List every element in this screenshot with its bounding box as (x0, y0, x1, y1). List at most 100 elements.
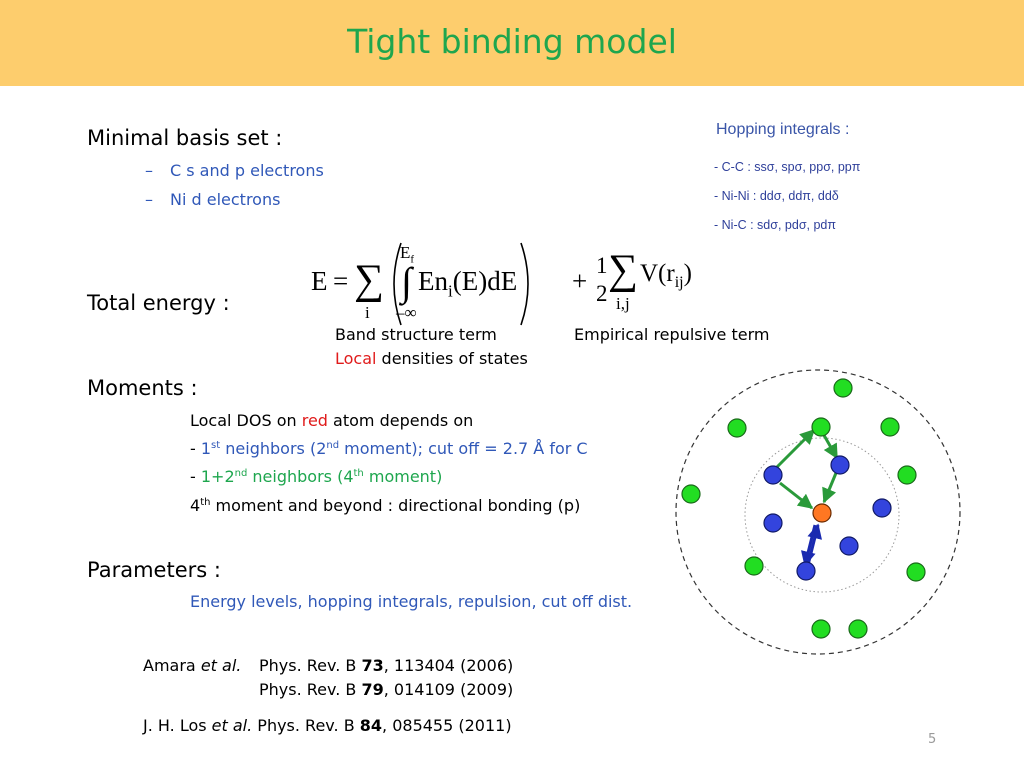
green-atom (727, 418, 747, 438)
green-atom (811, 417, 831, 437)
eq-plus: + (572, 266, 588, 296)
ref2-b: , 014109 (2009) (383, 680, 514, 699)
los-etal: et al. (211, 716, 253, 735)
basis-dash-1: – (145, 161, 153, 180)
right-paren (520, 242, 529, 326)
green-atom (906, 562, 926, 582)
ref1-b: , 113404 (2006) (383, 656, 514, 675)
eq-sum-index: i (365, 303, 370, 322)
m1a: Local DOS on (190, 411, 302, 430)
empirical-label: Empirical repulsive term (574, 325, 770, 344)
ref2-a: Phys. Rev. B (259, 680, 362, 699)
local-rest: densities of states (376, 349, 528, 368)
hopping-cc: - C-C : ssσ, spσ, ppσ, ppπ (714, 160, 861, 174)
eq-integrand-rest: (E)dE (452, 266, 518, 296)
eq-lower-limit: –∞ (396, 303, 417, 322)
parameters-heading: Parameters : (87, 558, 221, 582)
ref1-vol: 73 (361, 656, 384, 675)
green-atom (848, 619, 868, 639)
m2b: neighbors (2 (220, 439, 327, 458)
basis-item-c: C s and p electrons (170, 161, 324, 180)
green-arrow-1 (771, 428, 816, 473)
los-name: J. H. Los (143, 716, 212, 735)
inner-cutoff-circle (744, 437, 900, 593)
blue-atom (763, 513, 783, 533)
blue-atom (872, 498, 892, 518)
green-atom (833, 378, 853, 398)
eq-half-den: 2 (596, 281, 608, 306)
eq-V-ij: ij (674, 274, 684, 291)
left-paren (393, 242, 402, 326)
hopping-nini: - Ni-Ni : ddσ, ddπ, ddδ (714, 189, 839, 203)
basis-dash-2: – (145, 190, 153, 209)
moments-line-1: Local DOS on red atom depends on (190, 411, 473, 430)
moments-heading: Moments : (87, 376, 198, 400)
hopping-title: Hopping integrals : (716, 121, 850, 138)
eq-sum2-index: i,j (616, 294, 630, 313)
moments-line-3: - 1+2nd neighbors (4th moment) (190, 467, 442, 486)
page-number: 5 (928, 732, 937, 747)
ref3-a: Phys. Rev. B (252, 716, 360, 735)
title-bar (0, 0, 1024, 86)
total-energy-heading: Total energy : (87, 291, 230, 315)
local-word: Local (335, 349, 377, 368)
eq-sum: ∑ (354, 257, 384, 303)
hopping-nic: - Ni-C : sdσ, pdσ, pdπ (714, 218, 837, 232)
band-structure-label: Band structure term (335, 325, 497, 344)
m2-blue: 1st neighbors (2nd moment); cut off = 2.… (201, 439, 588, 458)
m3-dash: - (190, 467, 201, 486)
eq-integral: ∫ (401, 259, 412, 304)
m3a: 1+2 (200, 467, 235, 486)
blue-arrow-down (800, 524, 817, 567)
moments-line-4: 4th moment and beyond : directional bond… (190, 496, 580, 515)
ref3-b: , 085455 (2011) (382, 716, 512, 735)
green-atom (681, 484, 701, 504)
m2sup2: nd (326, 440, 340, 451)
eq-V-close: ) (683, 260, 692, 287)
ref-amara-author: Amara et al. (143, 656, 241, 675)
m3sup2: th (353, 468, 364, 479)
basis-item-ni: Ni d electrons (170, 190, 281, 209)
ref-2: Phys. Rev. B 79, 014109 (2009) (259, 680, 513, 699)
ref-1: Phys. Rev. B 73, 113404 (2006) (259, 656, 513, 675)
m3sup: nd (234, 468, 248, 479)
ref1-a: Phys. Rev. B (259, 656, 362, 675)
blue-atom (796, 561, 816, 581)
m4sup: th (200, 497, 211, 508)
m2a: 1 (200, 439, 212, 458)
eq-upper-limit: Ef (400, 243, 414, 265)
m4b: moment and beyond : directional bonding … (210, 496, 581, 515)
ref3-vol: 84 (359, 716, 383, 735)
minimal-basis-heading: Minimal basis set : (87, 126, 283, 150)
green-arrow-4 (779, 481, 814, 510)
blue-atom (763, 465, 783, 485)
green-arrow-3 (822, 472, 838, 504)
eq-sum2: ∑ (608, 247, 638, 293)
eq-integrand-i: i (448, 281, 453, 301)
eq-repulsion: V(rij) (640, 260, 692, 292)
parameters-text: Energy levels, hopping integrals, repuls… (190, 592, 633, 611)
amara-name: Amara (143, 656, 201, 675)
m4a: 4 (190, 496, 201, 515)
eq-half-num: 1 (596, 253, 608, 278)
green-atom (744, 556, 764, 576)
amara-etal: et al. (200, 656, 242, 675)
eq-integrand-En: En (418, 266, 448, 296)
blue-atom (830, 455, 850, 475)
atom-neighbors-diagram (675, 369, 961, 655)
eq-V: V(r (640, 260, 675, 287)
m1-red: red (301, 411, 328, 430)
m3c: moment) (363, 467, 443, 486)
second-neighbor-atoms (681, 378, 926, 639)
ref2-vol: 79 (361, 680, 384, 699)
eq-integrand: Eni(E)dE (418, 266, 517, 301)
ref-3: J. H. Los et al. Phys. Rev. B 84, 085455… (143, 716, 512, 735)
m2-dash: - (190, 439, 201, 458)
eq-upper-f: f (410, 253, 415, 266)
blue-atom (839, 536, 859, 556)
m3-green: 1+2nd neighbors (4th moment) (201, 467, 442, 486)
m2sup: st (211, 440, 221, 451)
m2c: moment); cut off = 2.7 Å for C (339, 439, 588, 458)
first-neighbor-atoms (763, 455, 892, 581)
outer-cutoff-circle (675, 369, 961, 655)
